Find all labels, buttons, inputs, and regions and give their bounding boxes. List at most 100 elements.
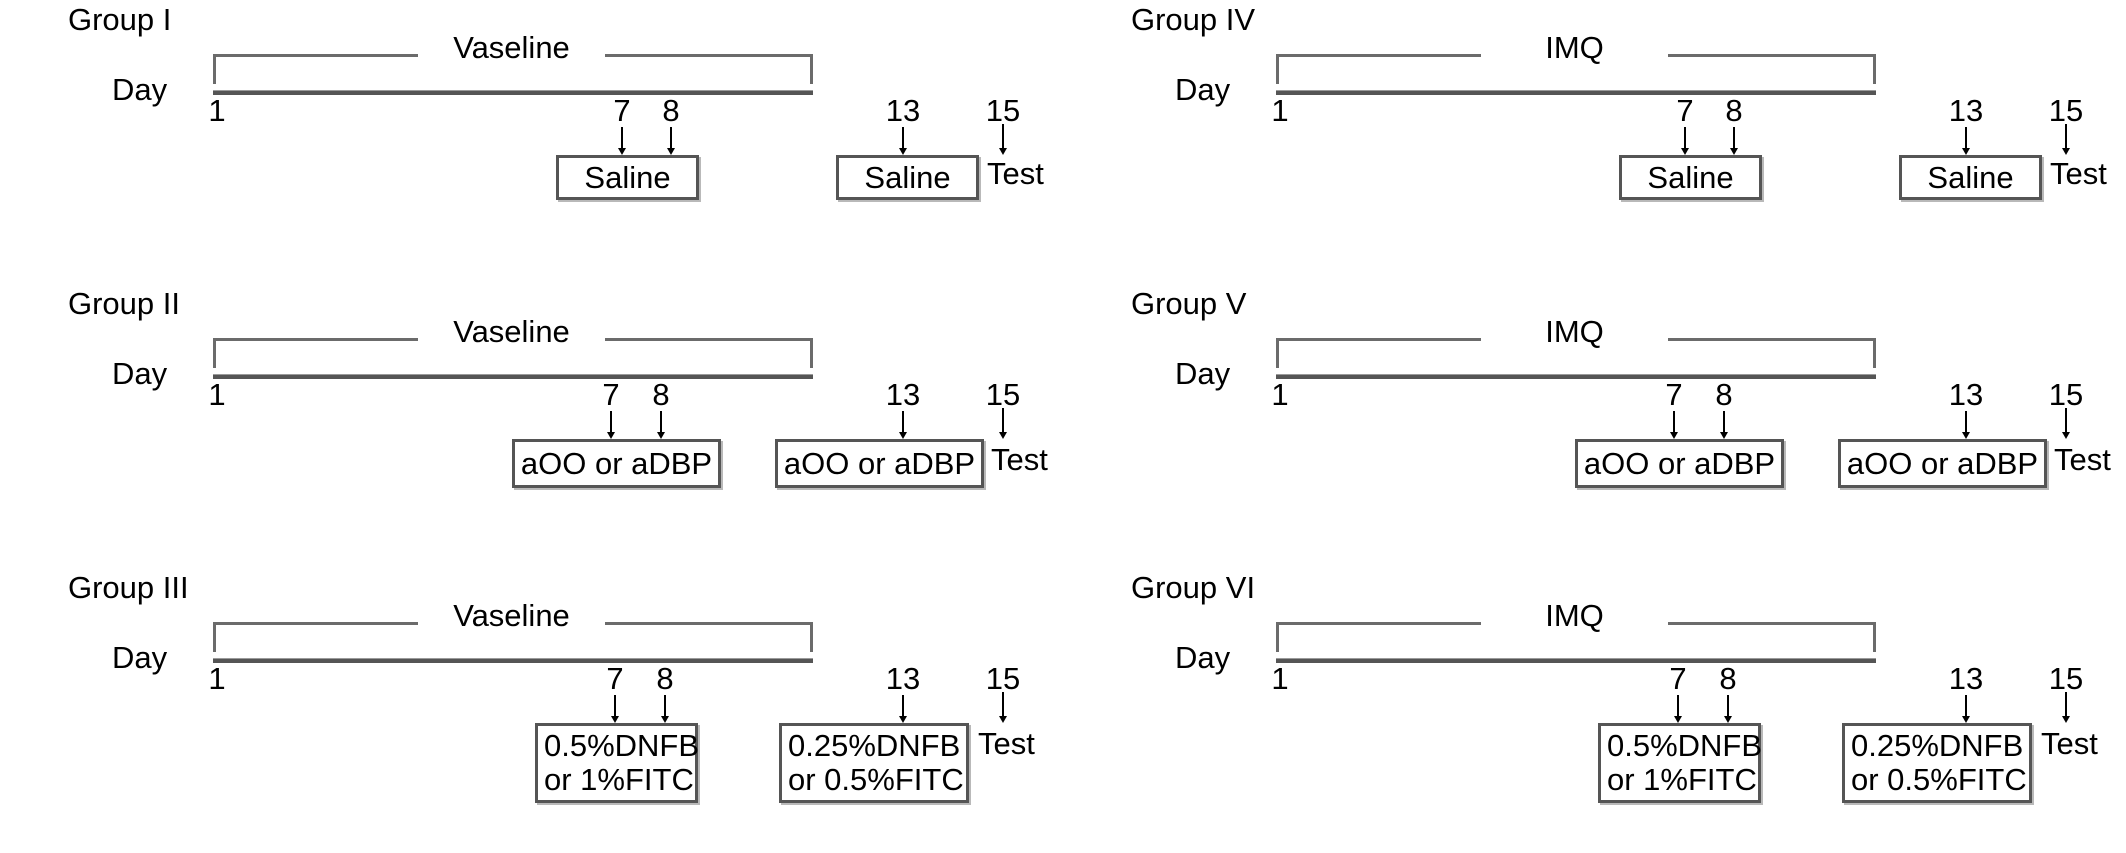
bracket-tick-left: [1276, 54, 1279, 84]
treatment-label: Vaseline: [453, 30, 570, 65]
arrow-day-13: [898, 695, 908, 723]
treatment-box-second: aOO or aDBP: [1838, 439, 2047, 488]
panel-group-ii: Group II Vaseline Day 1 7 8 13 15 aOO or…: [0, 284, 1063, 568]
day-tick-7: 7: [602, 377, 620, 412]
bracket-segment-right: [605, 622, 813, 625]
bracket-segment-right: [605, 54, 813, 57]
bracket-tick-left: [1276, 622, 1279, 652]
timeline-axis: [1276, 658, 1876, 663]
bracket-tick-right: [1873, 54, 1876, 84]
treatment-box-second-line1: Saline: [1927, 159, 2014, 195]
panel-group-v: Group V IMQ Day 1 7 8 13 15 aOO or aDBP: [1063, 284, 2126, 568]
arrow-day-8: [660, 695, 670, 723]
bracket-tick-left: [213, 54, 216, 84]
day-tick-8: 8: [1715, 377, 1733, 412]
treatment-box-first-line2: or 1%FITC: [1607, 762, 1757, 797]
arrow-day-15: [998, 408, 1008, 439]
treatment-box-second-line1: 0.25%DNFB: [1851, 728, 2024, 763]
arrow-day-8: [656, 411, 666, 439]
treatment-bracket: IMQ: [1276, 316, 1876, 374]
treatment-box-first: aOO or aDBP: [1575, 439, 1784, 488]
treatment-box-second-line1: aOO or aDBP: [783, 445, 976, 481]
treatment-box-second: 0.25%DNFB or 0.5%FITC: [779, 723, 969, 803]
treatment-box-second: Saline: [1899, 155, 2042, 200]
bracket-segment-left: [1276, 622, 1481, 625]
day-tick-13: 13: [885, 93, 921, 128]
day-tick-1: 1: [208, 377, 226, 412]
treatment-bracket: IMQ: [1276, 600, 1876, 658]
bracket-segment-right: [605, 338, 813, 341]
day-axis-label: Day: [1175, 640, 1231, 675]
treatment-box-second-line1: Saline: [864, 159, 951, 195]
day-tick-13: 13: [885, 661, 921, 696]
timeline-axis: [213, 658, 813, 663]
day-tick-8: 8: [656, 661, 674, 696]
bracket-segment-left: [213, 622, 418, 625]
panel-group-iv: Group IV IMQ Day 1 7 8 13 15 Saline: [1063, 0, 2126, 284]
panel-group-vi: Group VI IMQ Day 1 7 8 13 15 0.5%DNFB: [1063, 568, 2126, 852]
arrow-day-13: [898, 127, 908, 155]
group-title: Group V: [1131, 286, 1247, 321]
group-title: Group I: [68, 2, 172, 37]
day-tick-8: 8: [1719, 661, 1737, 696]
arrow-day-15: [2061, 124, 2071, 155]
day-tick-1: 1: [1271, 377, 1289, 412]
arrow-day-7: [1673, 695, 1683, 723]
treatment-box-first-line1: 0.5%DNFB: [1607, 728, 1763, 763]
group-title: Group VI: [1131, 570, 1256, 605]
treatment-box-second-line2: or 0.5%FITC: [1851, 762, 2027, 797]
test-label: Test: [2054, 442, 2111, 477]
day-tick-13: 13: [1948, 661, 1984, 696]
bracket-segment-left: [213, 54, 418, 57]
day-axis-label: Day: [112, 356, 168, 391]
timeline-axis: [213, 374, 813, 379]
test-label: Test: [2041, 726, 2098, 761]
day-tick-7: 7: [1665, 377, 1683, 412]
arrow-day-15: [2061, 408, 2071, 439]
arrow-day-7: [617, 127, 627, 155]
arrow-day-7: [610, 695, 620, 723]
test-label: Test: [987, 156, 1044, 191]
arrow-day-15: [2061, 692, 2071, 723]
day-tick-7: 7: [1676, 93, 1694, 128]
arrow-day-15: [998, 124, 1008, 155]
group-title: Group IV: [1131, 2, 1256, 37]
treatment-box-first-line1: 0.5%DNFB: [544, 728, 700, 763]
treatment-label: IMQ: [1545, 314, 1604, 349]
arrow-day-13: [898, 411, 908, 439]
treatment-box-first: Saline: [556, 155, 699, 200]
day-axis-label: Day: [1175, 72, 1231, 107]
day-axis-label: Day: [112, 72, 168, 107]
treatment-box-first: aOO or aDBP: [512, 439, 721, 488]
treatment-box-first-line1: Saline: [1647, 159, 1734, 195]
day-tick-15: 15: [2048, 93, 2084, 128]
day-axis-label: Day: [1175, 356, 1231, 391]
arrow-day-8: [1729, 127, 1739, 155]
day-tick-8: 8: [1725, 93, 1743, 128]
day-tick-8: 8: [662, 93, 680, 128]
day-tick-15: 15: [985, 377, 1021, 412]
treatment-box-first-line1: aOO or aDBP: [1583, 445, 1776, 481]
day-tick-1: 1: [1271, 93, 1289, 128]
treatment-bracket: Vaseline: [213, 32, 813, 90]
bracket-segment-left: [1276, 54, 1481, 57]
timeline-axis: [213, 90, 813, 95]
treatment-label: Vaseline: [453, 598, 570, 633]
group-title: Group II: [68, 286, 180, 321]
treatment-box-first-line1: aOO or aDBP: [520, 445, 713, 481]
panel-group-i: Group I Vaseline Day 1 7 8 13 15 Saline: [0, 0, 1063, 284]
treatment-bracket: IMQ: [1276, 32, 1876, 90]
treatment-box-first-line1: Saline: [584, 159, 671, 195]
bracket-segment-left: [1276, 338, 1481, 341]
treatment-box-first: 0.5%DNFB or 1%FITC: [535, 723, 700, 803]
arrow-day-15: [998, 692, 1008, 723]
arrow-day-13: [1961, 411, 1971, 439]
treatment-bracket: Vaseline: [213, 316, 813, 374]
day-tick-1: 1: [1271, 661, 1289, 696]
group-title: Group III: [68, 570, 189, 605]
panel-group-iii: Group III Vaseline Day 1 7 8 13 15 0.5%D…: [0, 568, 1063, 852]
day-tick-1: 1: [208, 93, 226, 128]
bracket-segment-right: [1668, 338, 1876, 341]
treatment-box-second-line1: aOO or aDBP: [1846, 445, 2039, 481]
day-tick-7: 7: [606, 661, 624, 696]
